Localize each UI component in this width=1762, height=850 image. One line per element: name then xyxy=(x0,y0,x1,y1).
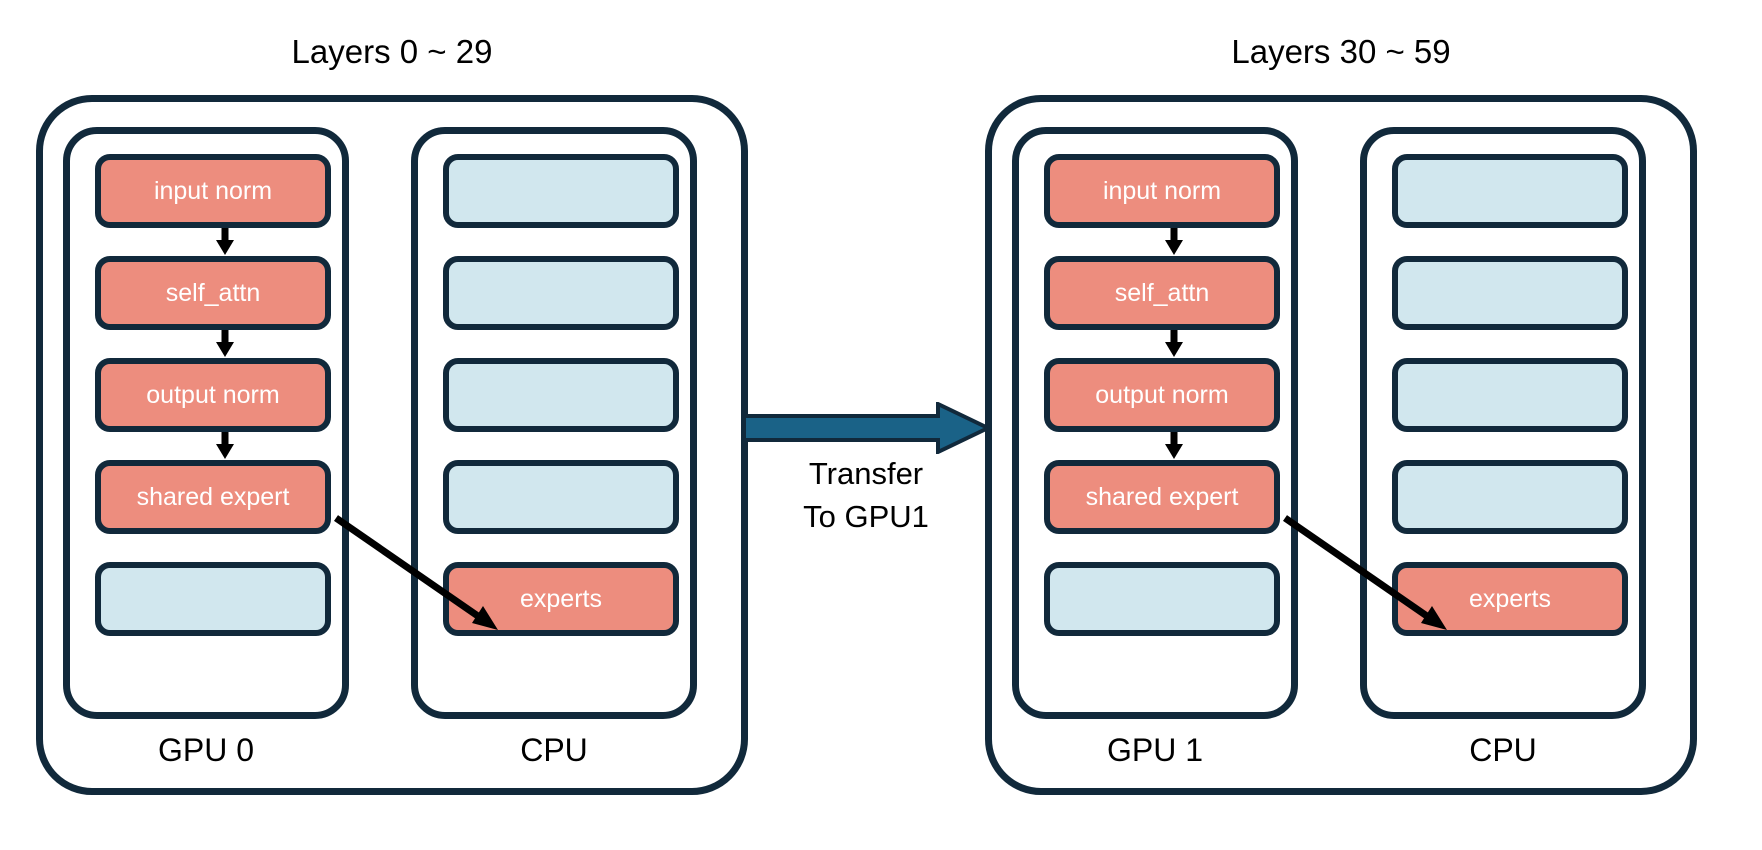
cpu-slot-0 xyxy=(1392,154,1628,228)
block-self-attn[interactable]: self_attn xyxy=(95,256,331,330)
flow-arrow-icon-2 xyxy=(216,432,234,459)
cpu-column-left: experts xyxy=(411,127,697,719)
block-empty-gpu[interactable] xyxy=(95,562,331,636)
device-label-cpu-left: CPU xyxy=(520,732,588,768)
gpu-slot-4 xyxy=(1044,562,1280,636)
flow-arrow-icon-1 xyxy=(1165,330,1183,357)
panel-layers-0-29: Layers 0 ~ 29 input norm self_attn outpu… xyxy=(36,33,748,795)
cpu-slot-3 xyxy=(443,460,679,534)
transfer-arrow-icon xyxy=(742,402,990,454)
block-input-norm[interactable]: input norm xyxy=(95,154,331,228)
block-empty-cpu-1[interactable] xyxy=(443,256,679,330)
panel-title-right: Layers 30 ~ 59 xyxy=(1231,33,1451,70)
block-input-norm[interactable]: input norm xyxy=(1044,154,1280,228)
block-output-norm[interactable]: output norm xyxy=(95,358,331,432)
flow-arrow-icon-0 xyxy=(216,228,234,255)
cpu-column-right: experts xyxy=(1360,127,1646,719)
block-empty-cpu-0[interactable] xyxy=(443,154,679,228)
panel-title-left: Layers 0 ~ 29 xyxy=(291,33,493,70)
gpu-column-left: input norm self_attn output norm shared … xyxy=(63,127,349,719)
cpu-slot-4: experts xyxy=(1392,562,1628,636)
block-output-norm[interactable]: output norm xyxy=(1044,358,1280,432)
cpu-slot-4: experts xyxy=(443,562,679,636)
gpu-slot-3: shared expert xyxy=(95,460,331,534)
cpu-slot-1 xyxy=(1392,256,1628,330)
block-shared-expert[interactable]: shared expert xyxy=(95,460,331,534)
block-empty-cpu-1[interactable] xyxy=(1392,256,1628,330)
flow-arrow-icon-1 xyxy=(216,330,234,357)
cpu-slot-1 xyxy=(443,256,679,330)
gpu-slot-4 xyxy=(95,562,331,636)
gpu-slot-0: input norm xyxy=(95,154,331,228)
gpu-slot-1: self_attn xyxy=(95,256,331,330)
block-empty-cpu-2[interactable] xyxy=(443,358,679,432)
device-label-gpu-1: GPU 1 xyxy=(1106,732,1204,768)
transfer-label-line-1: Transfer xyxy=(808,456,924,491)
flow-arrow-icon-2 xyxy=(1165,432,1183,459)
transfer-label-line-2: To GPU1 xyxy=(803,499,929,534)
device-label-cpu-right: CPU xyxy=(1469,732,1537,768)
block-self-attn[interactable]: self_attn xyxy=(1044,256,1280,330)
cpu-slot-2 xyxy=(443,358,679,432)
block-experts[interactable]: experts xyxy=(443,562,679,636)
block-shared-expert[interactable]: shared expert xyxy=(1044,460,1280,534)
panel-layers-30-59: Layers 30 ~ 59 input norm self_attn outp… xyxy=(985,33,1697,795)
block-empty-cpu-3[interactable] xyxy=(1392,460,1628,534)
gpu-slot-2: output norm xyxy=(95,358,331,432)
block-empty-cpu-2[interactable] xyxy=(1392,358,1628,432)
block-empty-gpu[interactable] xyxy=(1044,562,1280,636)
cpu-slot-2 xyxy=(1392,358,1628,432)
transfer-label: Transfer To GPU1 xyxy=(742,452,990,538)
block-empty-cpu-0[interactable] xyxy=(1392,154,1628,228)
gpu-column-right: input norm self_attn output norm shared … xyxy=(1012,127,1298,719)
gpu-slot-1: self_attn xyxy=(1044,256,1280,330)
gpu-slot-2: output norm xyxy=(1044,358,1280,432)
cpu-slot-3 xyxy=(1392,460,1628,534)
gpu-slot-3: shared expert xyxy=(1044,460,1280,534)
cpu-slot-0 xyxy=(443,154,679,228)
device-label-gpu-0: GPU 0 xyxy=(157,732,255,768)
block-experts[interactable]: experts xyxy=(1392,562,1628,636)
block-empty-cpu-3[interactable] xyxy=(443,460,679,534)
gpu-slot-0: input norm xyxy=(1044,154,1280,228)
flow-arrow-icon-0 xyxy=(1165,228,1183,255)
